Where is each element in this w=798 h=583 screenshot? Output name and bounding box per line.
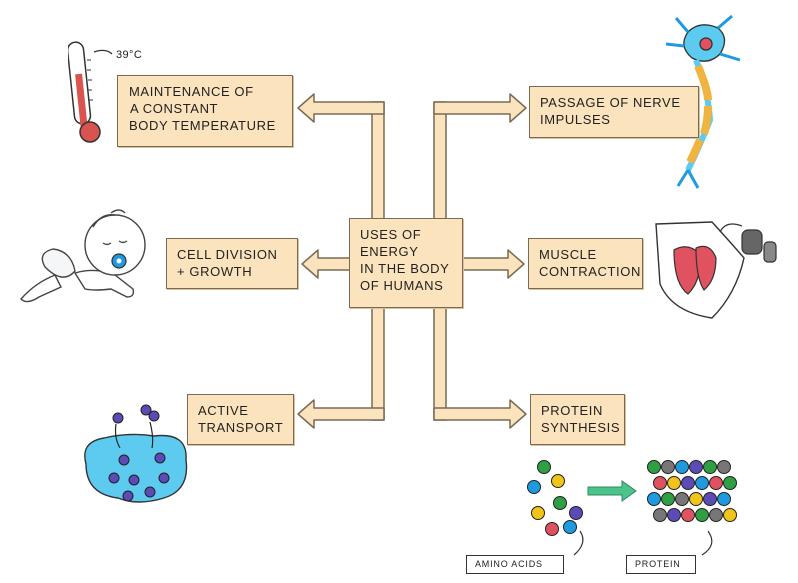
thermometer-reading: 39°C — [116, 49, 143, 61]
center-line-3: IN THE BODY — [360, 261, 450, 276]
protein-bead — [653, 508, 667, 522]
protein-bead — [723, 476, 737, 490]
neuron-icon — [665, 14, 741, 189]
active-transport-line-2: TRANSPORT — [198, 420, 284, 435]
protein-bead — [647, 460, 661, 474]
amino-acid-bead — [527, 480, 541, 494]
arrow-to-muscle-contraction — [461, 249, 525, 279]
temperature-line-2: A CONSTANT — [130, 101, 219, 116]
active-transport-box: ACTIVE TRANSPORT — [187, 394, 294, 445]
amino-acid-bead — [537, 460, 551, 474]
protein-bead — [653, 476, 667, 490]
right-trunk — [433, 101, 447, 226]
protein-bead — [695, 476, 709, 490]
amino-acid-bead — [551, 474, 565, 488]
protein-bead — [675, 460, 689, 474]
protein-bead — [717, 460, 731, 474]
protein-bead — [689, 460, 703, 474]
protein-bead — [723, 508, 737, 522]
baby-icon — [20, 209, 146, 303]
amino-acid-bead — [553, 496, 567, 510]
cell-division-box: CELL DIVISION + GROWTH — [166, 238, 298, 289]
cell-division-line-1: CELL DIVISION — [177, 247, 278, 262]
protein-bead — [717, 492, 731, 506]
center-box: USES OF ENERGY IN THE BODY OF HUMANS — [349, 218, 463, 308]
protein-synthesis-line-2: SYNTHESIS — [541, 420, 621, 435]
protein-bead — [695, 508, 709, 522]
center-line-1: USES OF — [360, 227, 422, 242]
left-trunk-lower — [371, 304, 385, 421]
protein-bead — [647, 492, 661, 506]
temperature-line-1: MAINTENANCE OF — [129, 84, 254, 99]
thermometer-icon — [68, 41, 113, 143]
protein-bead — [667, 476, 681, 490]
arrow-to-nerve-impulses — [433, 93, 527, 123]
amino-acid-bead — [531, 506, 545, 520]
protein-bead — [709, 476, 723, 490]
protein-bead — [689, 492, 703, 506]
cell-division-line-2: + GROWTH — [177, 264, 253, 279]
protein-chain-beads — [647, 460, 737, 522]
nerve-impulses-line-2: IMPULSES — [540, 112, 611, 127]
muscle-contraction-line-1: MUSCLE — [539, 247, 597, 262]
center-line-4: OF HUMANS — [360, 278, 444, 293]
protein-bead — [681, 476, 695, 490]
green-arrow-icon — [587, 480, 637, 502]
protein-bead — [675, 492, 689, 506]
amino-acid-bead — [569, 506, 583, 520]
protein-bead — [709, 508, 723, 522]
protein-bead — [661, 460, 675, 474]
amino-acid-protein-illustration — [527, 460, 737, 556]
protein-synthesis-line-1: PROTEIN — [541, 403, 603, 418]
temperature-box: MAINTENANCE OF A CONSTANT BODY TEMPERATU… — [117, 75, 293, 147]
muscle-contraction-line-2: CONTRACTION — [539, 264, 641, 279]
arrow-to-cell-division — [301, 249, 351, 279]
protein-bead — [661, 492, 675, 506]
muscle-contraction-box: MUSCLE CONTRACTION — [528, 238, 643, 289]
protein-bead — [703, 492, 717, 506]
amino-acid-bead — [545, 522, 559, 536]
protein-label: PROTEIN — [626, 555, 696, 574]
arrow-to-active-transport — [297, 399, 385, 429]
protein-synthesis-box: PROTEIN SYNTHESIS — [530, 394, 625, 445]
protein-bead — [703, 460, 717, 474]
arrow-to-temperature — [297, 93, 385, 123]
temperature-line-3: BODY TEMPERATURE — [129, 118, 276, 133]
left-trunk — [371, 101, 385, 226]
arrow-to-protein-synthesis — [433, 399, 527, 429]
right-trunk-lower — [433, 304, 447, 421]
arm-dumbbell-icon — [655, 221, 777, 319]
protein-bead — [681, 508, 695, 522]
amino-acid-beads — [527, 460, 583, 536]
amino-acids-label: AMINO ACIDS — [466, 555, 564, 574]
cell-particles-icon — [84, 404, 188, 503]
nerve-impulses-box: PASSAGE OF NERVE IMPULSES — [529, 86, 699, 138]
nerve-impulses-line-1: PASSAGE OF NERVE — [540, 95, 681, 110]
center-line-2: ENERGY — [360, 244, 419, 259]
amino-acid-bead — [563, 520, 577, 534]
protein-bead — [667, 508, 681, 522]
active-transport-line-1: ACTIVE — [198, 403, 249, 418]
